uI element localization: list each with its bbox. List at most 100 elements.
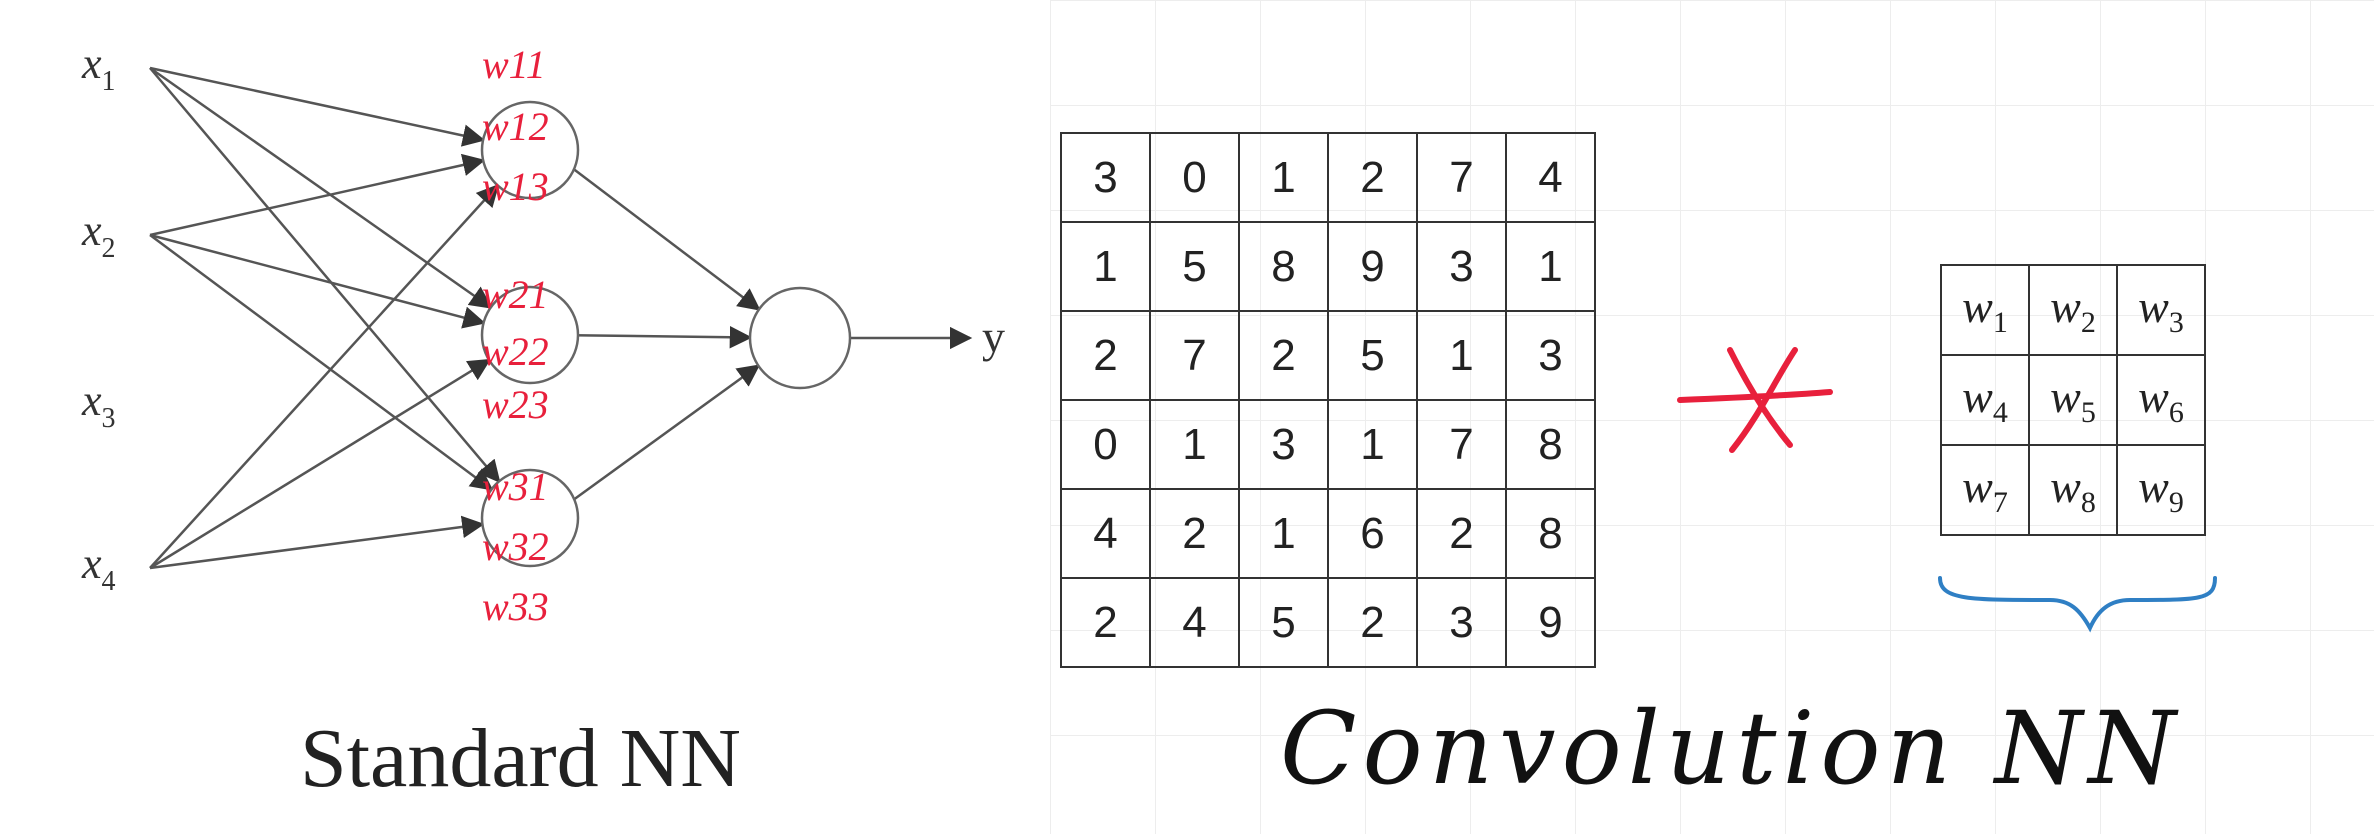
- filter-weight-index: 4: [1992, 396, 2008, 430]
- filter-weight-symbol: w: [2138, 280, 2169, 332]
- filter-weight-index: 9: [2168, 486, 2184, 520]
- matrix-cell: 3: [1416, 577, 1507, 668]
- matrix-cell: 7: [1149, 310, 1240, 401]
- hidden-node-2: [480, 285, 580, 385]
- filter-weight-symbol: w: [2138, 370, 2169, 422]
- weight-annotation-w33: w33: [482, 584, 549, 629]
- input-label-4: x4: [81, 539, 116, 597]
- weight-annotation-w12: w12: [482, 104, 549, 149]
- edge-input-1-hidden-1: [149, 66, 486, 147]
- weight-annotation-w23: w23: [482, 382, 549, 427]
- filter-weight-index: 2: [2080, 306, 2096, 340]
- matrix-cell: 0: [1149, 132, 1240, 223]
- matrix-cell: 2: [1416, 488, 1507, 579]
- matrix-cell: 8: [1238, 221, 1329, 312]
- edge-input-2-hidden-1: [149, 153, 486, 237]
- weight-annotation-w32: w32: [482, 524, 549, 569]
- filter-weight-symbol: w: [1962, 280, 1993, 332]
- input-label-sub-4: 4: [102, 566, 116, 597]
- filter-cell: w3: [2116, 264, 2206, 356]
- edge-input-1-hidden-3: [149, 67, 501, 484]
- edge-hidden-2-output: [573, 325, 753, 349]
- convolution-nn-caption: Convolution NN: [1280, 690, 2182, 807]
- matrix-cell: 2: [1060, 310, 1151, 401]
- filter-cell: w2: [2028, 264, 2118, 356]
- filter-weight-symbol: w: [2050, 370, 2081, 422]
- matrix-cell: 1: [1238, 488, 1329, 579]
- matrix-cell: 2: [1327, 132, 1418, 223]
- matrix-cell: 1: [1060, 221, 1151, 312]
- weight-annotation-w21: w21: [482, 272, 549, 317]
- filter-cell: w7: [1940, 444, 2030, 536]
- matrix-cell: 9: [1327, 221, 1418, 312]
- edge-input-2-hidden-3: [149, 233, 494, 491]
- nn-connections: [149, 66, 973, 570]
- filter-weight-symbol: w: [2138, 460, 2169, 512]
- matrix-cell: 2: [1327, 577, 1418, 668]
- filter-cell: w9: [2116, 444, 2206, 536]
- matrix-cell: 4: [1060, 488, 1151, 579]
- filter-weight-index: 8: [2080, 486, 2096, 520]
- filter-cell: w8: [2028, 444, 2118, 536]
- matrix-cell: 8: [1505, 399, 1596, 490]
- matrix-cell: 3: [1416, 221, 1507, 312]
- input-label-sub-3: 3: [102, 403, 116, 434]
- convolution-operator-icon: [1677, 347, 1833, 453]
- filter-weight-symbol: w: [1962, 370, 1993, 422]
- matrix-cell: 7: [1416, 132, 1507, 223]
- edge-hidden-1-output: [572, 167, 761, 311]
- filter-cell: w5: [2028, 354, 2118, 446]
- matrix-cell: 2: [1238, 310, 1329, 401]
- matrix-cell: 7: [1416, 399, 1507, 490]
- output-node: [748, 286, 852, 390]
- matrix-cell: 1: [1149, 399, 1240, 490]
- filter-cell: w1: [1940, 264, 2030, 356]
- matrix-cell: 1: [1416, 310, 1507, 401]
- standard-nn-caption: Standard NN: [300, 712, 741, 805]
- matrix-cell: 2: [1149, 488, 1240, 579]
- filter-weight-index: 1: [1992, 306, 2008, 340]
- filter-weight-index: 7: [1992, 486, 2008, 520]
- matrix-cell: 0: [1060, 399, 1151, 490]
- edge-input-4-hidden-1: [149, 183, 500, 569]
- weight-annotation-w13: w13: [482, 164, 549, 209]
- filter-weight-symbol: w: [2050, 460, 2081, 512]
- matrix-cell: 4: [1149, 577, 1240, 668]
- matrix-cell: 5: [1238, 577, 1329, 668]
- filter-weight-symbol: w: [2050, 280, 2081, 332]
- matrix-cell: 1: [1505, 221, 1596, 312]
- matrix-cell: 1: [1238, 132, 1329, 223]
- filter-weight-index: 6: [2168, 396, 2184, 430]
- edge-input-4-hidden-2: [149, 358, 491, 570]
- filter-cell: w4: [1940, 354, 2030, 446]
- matrix-cell: 6: [1327, 488, 1418, 579]
- edge-input-1-hidden-2: [149, 66, 493, 309]
- output-label: y: [982, 311, 1005, 362]
- input-label-sub-1: 1: [102, 66, 116, 97]
- weight-annotation-w22: w22: [482, 329, 549, 374]
- input-label-2: x2: [81, 206, 116, 264]
- filter-weight-index: 5: [2080, 396, 2096, 430]
- input-label-sub-2: 2: [102, 233, 116, 264]
- matrix-cell: 3: [1238, 399, 1329, 490]
- edge-input-4-hidden-3: [149, 515, 485, 570]
- filter-weight-symbol: w: [1962, 460, 1993, 512]
- edge-input-2-hidden-2: [149, 233, 486, 329]
- nn-nodes: [480, 100, 852, 568]
- hidden-node-3: [480, 468, 580, 568]
- matrix-cell: 3: [1505, 310, 1596, 401]
